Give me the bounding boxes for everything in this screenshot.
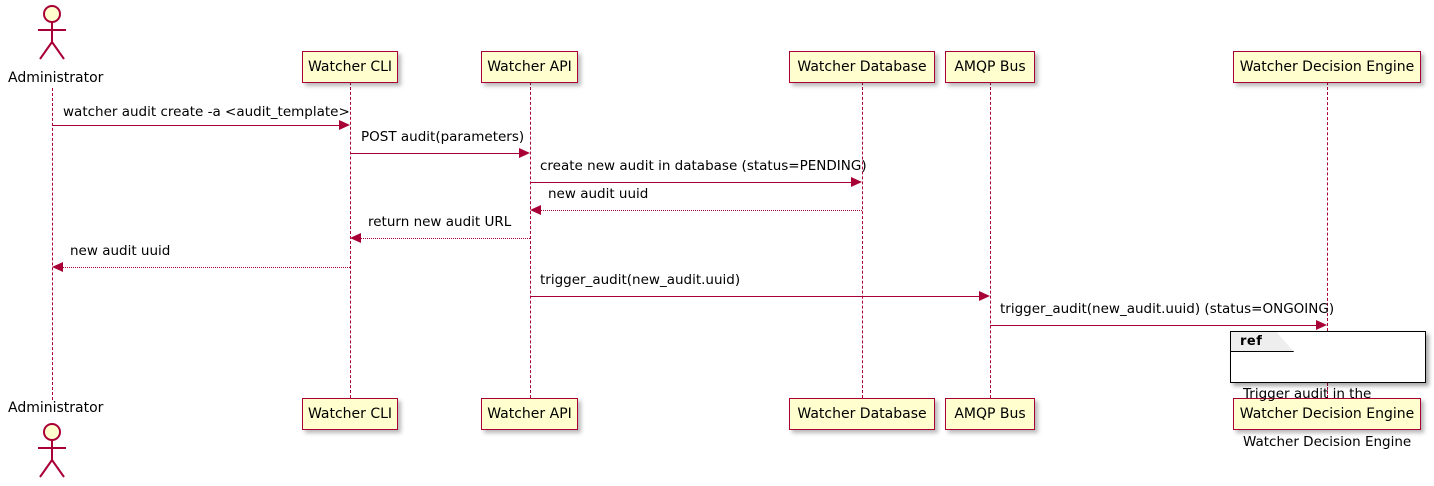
- participant-label: Watcher API: [487, 59, 572, 75]
- message-line-4: [541, 210, 862, 211]
- message-line-8: [990, 325, 1321, 326]
- message-arrowhead-3: [851, 177, 862, 187]
- message-label-2: POST audit(parameters): [361, 129, 525, 145]
- message-arrowhead-1: [339, 120, 350, 130]
- actor-stick-figure-icon: [38, 423, 66, 478]
- message-arrowhead-6: [52, 262, 63, 272]
- participant-amqp-bus-bottom[interactable]: AMQP Bus: [945, 398, 1035, 430]
- participant-watcher-api-top[interactable]: Watcher API: [481, 51, 578, 83]
- actor-label-administrator-top: Administrator: [8, 70, 104, 86]
- lifeline-watcher-decision-engine: [1327, 82, 1328, 331]
- actor-administrator-bottom: [26, 422, 78, 480]
- message-label-5: return new audit URL: [368, 214, 512, 230]
- participant-watcher-cli-bottom[interactable]: Watcher CLI: [302, 398, 398, 430]
- message-line-7: [530, 296, 984, 297]
- message-label-7: trigger_audit(new_audit.uuid): [540, 272, 741, 288]
- message-label-8: trigger_audit(new_audit.uuid) (status=ON…: [1000, 301, 1335, 317]
- message-label-1: watcher audit create -a <audit_template>: [63, 104, 350, 120]
- message-line-1: [52, 125, 344, 126]
- participant-label: Watcher Database: [797, 59, 927, 75]
- participant-label: Watcher Database: [797, 406, 927, 422]
- participant-label: Watcher API: [487, 406, 572, 422]
- ref-fragment-line-1: Trigger audit in the: [1243, 386, 1372, 402]
- participant-watcher-decision-engine-top[interactable]: Watcher Decision Engine: [1233, 51, 1421, 83]
- participant-label: Watcher CLI: [307, 406, 393, 422]
- participant-label: AMQP Bus: [954, 406, 1026, 422]
- message-line-6: [63, 267, 350, 268]
- participant-watcher-api-bottom[interactable]: Watcher API: [481, 398, 578, 430]
- message-arrowhead-7: [979, 291, 990, 301]
- ref-fragment-tab-label: ref: [1240, 334, 1263, 349]
- participant-label: AMQP Bus: [954, 59, 1026, 75]
- participant-label: Watcher Decision Engine: [1239, 59, 1415, 75]
- participant-watcher-database-top[interactable]: Watcher Database: [789, 51, 935, 83]
- ref-fragment: ref Trigger audit in the Watcher Decisio…: [1230, 331, 1426, 450]
- participant-watcher-cli-top[interactable]: Watcher CLI: [302, 51, 398, 83]
- actor-label-administrator-bottom: Administrator: [8, 400, 104, 416]
- lifeline-amqp-bus: [990, 82, 991, 398]
- participant-amqp-bus-top[interactable]: AMQP Bus: [945, 51, 1035, 83]
- participant-label: Watcher Decision Engine: [1239, 406, 1415, 422]
- ref-fragment-body: Trigger audit in the Watcher Decision En…: [1243, 354, 1411, 482]
- message-label-4: new audit uuid: [548, 186, 649, 202]
- actor-stick-figure-icon: [38, 5, 66, 60]
- participant-label: Watcher CLI: [307, 59, 393, 75]
- message-line-3: [530, 182, 856, 183]
- message-arrowhead-5: [350, 233, 361, 243]
- ref-fragment-tab: ref: [1231, 332, 1294, 352]
- message-label-6: new audit uuid: [70, 243, 171, 259]
- lifeline-watcher-database: [862, 82, 863, 398]
- lifeline-watcher-decision-engine-lower: [1327, 383, 1328, 398]
- message-arrowhead-4: [530, 205, 541, 215]
- lifeline-administrator: [52, 88, 53, 400]
- lifeline-watcher-api: [530, 82, 531, 398]
- message-line-5: [361, 238, 530, 239]
- message-line-2: [350, 153, 524, 154]
- participant-watcher-decision-engine-bottom[interactable]: Watcher Decision Engine: [1233, 398, 1421, 430]
- ref-fragment-line-2: Watcher Decision Engine: [1243, 434, 1412, 450]
- message-arrowhead-8: [1316, 320, 1327, 330]
- message-label-3: create new audit in database (status=PEN…: [540, 158, 867, 174]
- message-arrowhead-2: [519, 148, 530, 158]
- actor-administrator-top: [26, 4, 78, 62]
- participant-watcher-database-bottom[interactable]: Watcher Database: [789, 398, 935, 430]
